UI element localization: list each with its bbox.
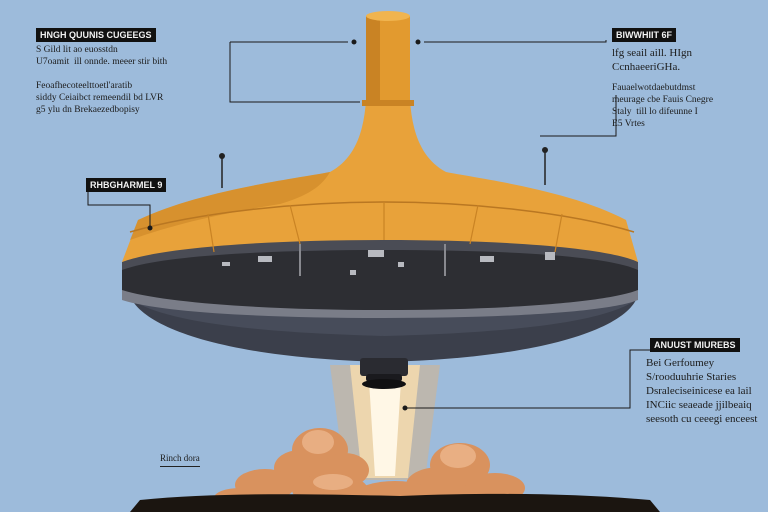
bottom-tag-label: Rinch dora xyxy=(160,452,200,467)
engine-nozzle xyxy=(360,358,408,389)
equipment-band xyxy=(122,238,638,318)
lander-shell xyxy=(122,100,638,262)
flame-core xyxy=(368,365,402,476)
callout-lines xyxy=(87,39,650,411)
mid-left-callout-note: Feoafhecoteelttoetl'aratib siddy Ceiaibc… xyxy=(36,81,164,115)
mid-right-callout-note: Fauaelwotdaebutdmst meurage cbe Fauis Cn… xyxy=(612,83,714,129)
engine-exhaust xyxy=(330,365,440,480)
antenna-left xyxy=(219,153,225,188)
top-right-callout-note: lfg seail aill. HIgn CcnhaeeriGHa. xyxy=(612,47,693,73)
left-tag-label: RHBGHARMEL 9 xyxy=(86,178,167,192)
lower-right-callout-note: Bei Gerfoumey S/rooduuhrie Staries Dsral… xyxy=(646,357,758,425)
top-left-callout-title: HNGH QUUNIS CUGEEGS xyxy=(36,28,156,42)
ground xyxy=(130,493,660,512)
antenna-right xyxy=(542,147,548,185)
top-right-callout-title: BIWWHIIT 6F xyxy=(612,28,676,42)
top-stack xyxy=(362,11,414,106)
top-left-callout-note: S Gild lit ao euosstdn U7oamit ill onnde… xyxy=(36,45,168,67)
lower-right-callout-title: ANUUST MIUREBS xyxy=(650,338,740,352)
